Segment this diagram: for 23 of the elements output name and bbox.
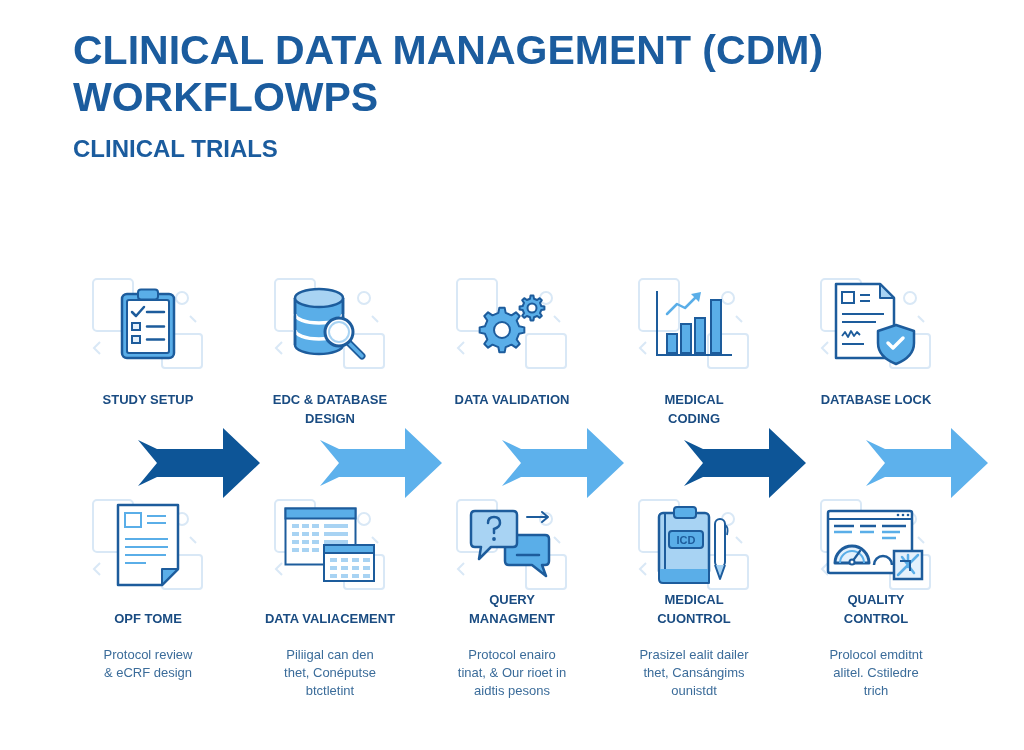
step-description: Prolocol emditnt alitel. Cstiledre trich — [829, 647, 923, 698]
step-title: MEDICAL CUONTROL — [657, 592, 731, 626]
step-title: QUALITY CONTROL — [843, 592, 909, 626]
arrow — [320, 428, 442, 498]
code-label: ICD — [676, 533, 696, 546]
step-title: STUDY SETUP — [102, 392, 194, 407]
step-title: OPF TOME — [114, 611, 182, 626]
step-title: EDC & DATABASE DESIGN — [272, 392, 388, 426]
step-description: Prasizel ealit dailer thet, Cansángims ounistdt — [639, 647, 749, 698]
step-title: DATA VALIDATION — [454, 392, 570, 407]
step-title: QUERY MANAGMENT — [469, 592, 555, 626]
arrow — [138, 428, 260, 498]
step-description: Piliigal can den thet, Conéputse btctletint — [284, 647, 376, 698]
step-description: Protocol enairo tinat, & Our rioet in aidtis pesons — [457, 647, 567, 698]
step-title: MEDICAL CODING — [664, 392, 724, 426]
title: CLINICAL DATA MANAGEMENT (CDM) WORKFLOWPS — [73, 27, 825, 121]
subtitle: CLINICAL TRIALS — [73, 135, 278, 162]
arrow — [684, 428, 806, 498]
arrow — [866, 428, 988, 498]
step-description: Protocol review & eCRF design — [103, 647, 193, 680]
arrow — [502, 428, 624, 498]
step-title: DATA VALIACEMENT — [264, 611, 396, 626]
step-title: DATABASE LOCK — [820, 392, 932, 407]
